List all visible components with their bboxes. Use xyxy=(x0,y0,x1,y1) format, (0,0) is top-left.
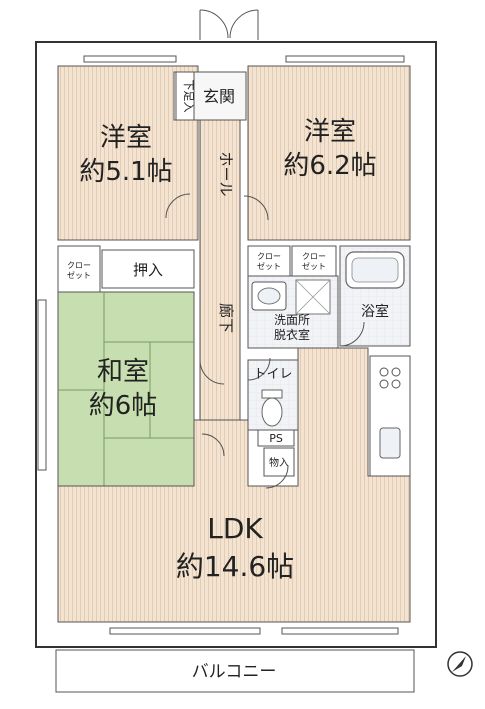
western-room-2 xyxy=(247,65,411,241)
entrance-label: 玄関 xyxy=(203,87,235,106)
oshiire-area xyxy=(101,249,195,289)
oshiire-label: 押入 xyxy=(133,261,163,279)
ps-area xyxy=(257,429,295,447)
toilet-tank xyxy=(261,389,283,399)
toilet-label: トイレ xyxy=(253,367,292,382)
western-room-2-name: 洋室 xyxy=(304,117,356,147)
balcony-label: バルコニー xyxy=(192,662,277,682)
balcony-area xyxy=(55,649,415,693)
washer-pan-cross xyxy=(295,279,331,315)
tatami-lines xyxy=(58,292,194,486)
hall-label: ホール xyxy=(217,151,235,196)
storage-area xyxy=(263,447,295,477)
kitchen-sink xyxy=(379,427,401,459)
japanese-room-name: 和室 xyxy=(97,357,149,387)
ldk-area xyxy=(57,347,411,623)
toilet-bowl xyxy=(261,397,283,427)
western-room-1-name: 洋室 xyxy=(100,123,152,153)
japanese-room-size: 約6帖 xyxy=(89,391,158,421)
sink-basin xyxy=(257,287,281,305)
windows xyxy=(37,55,405,635)
bathtub-inner xyxy=(351,257,399,283)
north-arrow-icon xyxy=(447,651,473,677)
washroom-label: 洗面所脱衣室 xyxy=(274,313,310,342)
corridor-label: 廊下 xyxy=(217,303,235,333)
shoe-storage-label: 下足入 xyxy=(182,80,195,113)
bath-label: 浴室 xyxy=(361,303,389,320)
shoe-storage-area xyxy=(175,71,195,121)
closet-b-label: クローゼット xyxy=(302,252,326,271)
closet-b-area xyxy=(291,245,337,277)
closet-a-area xyxy=(247,245,291,277)
closet-left-label: クローゼット xyxy=(67,261,91,280)
western-room-1-size: 約5.1帖 xyxy=(79,157,172,187)
stove xyxy=(379,367,401,389)
western-room-2-size: 約6.2帖 xyxy=(283,151,376,181)
ldk-size: 約14.6帖 xyxy=(176,550,294,583)
ps-label: PS xyxy=(269,432,283,445)
ldk-name: LDK xyxy=(207,512,263,545)
door-swings xyxy=(165,9,365,489)
closet-a-label: クローゼット xyxy=(257,252,281,271)
storage-label: 物入 xyxy=(269,456,289,469)
japanese-room xyxy=(57,291,195,487)
